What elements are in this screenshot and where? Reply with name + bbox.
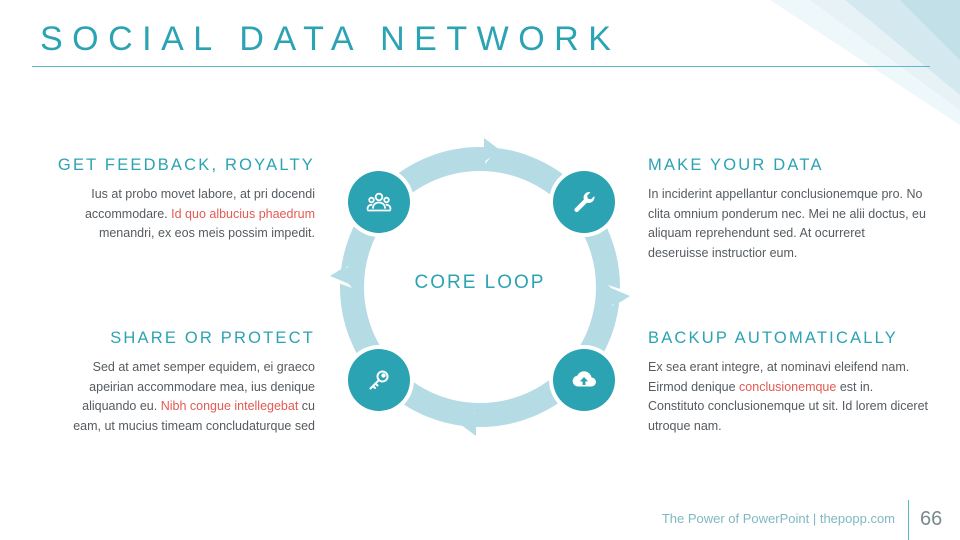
core-loop-ring bbox=[330, 138, 630, 436]
block-text: Ex sea erant integre, at nominavi eleife… bbox=[648, 358, 928, 436]
text-part: cu eam, ut mucius timeam concludaturque … bbox=[73, 399, 315, 433]
key-icon bbox=[348, 349, 410, 411]
text-part: Ius at probo movet labore, at pri docend… bbox=[84, 187, 315, 221]
block-text: Ius at probo movet labore, at pri docend… bbox=[55, 185, 315, 244]
footer-text: The Power of PowerPoint | thepopp.com bbox=[661, 511, 895, 526]
block-heading: SHARE OR PROTECT bbox=[110, 329, 315, 347]
block-make-your-data: MAKE YOUR DATA In inciderint appellantur… bbox=[648, 156, 928, 263]
text-part: Sed at amet semper equidem, ei graeco ap… bbox=[82, 360, 315, 413]
text-part: est in. Constituto conclusionemque ut si… bbox=[648, 379, 928, 433]
text-part: menandri, ex eos meis possim impedit. bbox=[98, 226, 315, 240]
slide-title: SOCIAL DATA NETWORK bbox=[40, 20, 621, 58]
text-highlight: conclusionemque bbox=[739, 379, 837, 394]
text-highlight: Nibh congue intellegebat bbox=[160, 399, 299, 413]
title-divider bbox=[32, 66, 930, 67]
block-share-or-protect: SHARE OR PROTECT Sed at amet semper equi… bbox=[55, 329, 315, 436]
cloud-upload-icon bbox=[553, 349, 615, 411]
text-part: Ex sea erant integre, at nominavi eleife… bbox=[648, 360, 910, 394]
block-heading: GET FEEDBACK, ROYALTY bbox=[57, 156, 315, 174]
block-text: In inciderint appellantur conclusionemqu… bbox=[648, 187, 926, 260]
page-number: 66 bbox=[920, 508, 943, 530]
wrench-icon bbox=[553, 171, 615, 233]
block-heading: MAKE YOUR DATA bbox=[648, 156, 824, 174]
people-group-icon bbox=[348, 171, 410, 233]
block-heading: BACKUP AUTOMATICALLY bbox=[648, 329, 899, 347]
text-highlight: Id quo albucius phaedrum bbox=[171, 206, 315, 221]
corner-decoration bbox=[770, 0, 960, 125]
block-text: Sed at amet semper equidem, ei graeco ap… bbox=[55, 358, 315, 436]
footer-divider bbox=[908, 500, 909, 540]
core-loop-label: CORE LOOP bbox=[414, 272, 546, 293]
block-backup-automatically: BACKUP AUTOMATICALLY Ex sea erant integr… bbox=[648, 329, 928, 436]
block-get-feedback: GET FEEDBACK, ROYALTY Ius at probo movet… bbox=[55, 156, 315, 244]
